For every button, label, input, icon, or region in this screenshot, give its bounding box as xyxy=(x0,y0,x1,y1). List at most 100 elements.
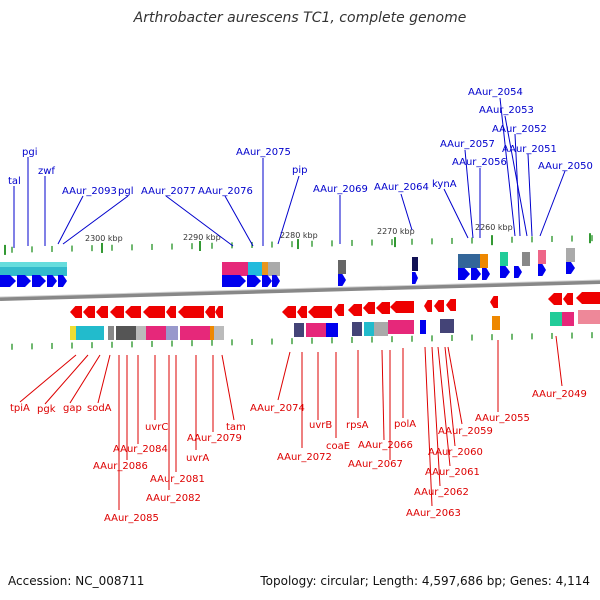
gene-label-aaur-2079[interactable]: AAur_2079 xyxy=(187,433,242,444)
bottom-track-block xyxy=(76,326,104,340)
gene-label-aaur-2061[interactable]: AAur_2061 xyxy=(425,467,480,478)
gene-label-aaur-2052[interactable]: AAur_2052 xyxy=(492,124,547,135)
scale-label: 2290 kbp xyxy=(183,233,221,242)
gene-label-aaur-2093[interactable]: AAur_2093 xyxy=(62,186,117,197)
gene-label-aaur-2063[interactable]: AAur_2063 xyxy=(406,508,461,519)
top-track-block xyxy=(522,252,530,266)
gene-label-aaur-2049[interactable]: AAur_2049 xyxy=(532,389,587,400)
bottom-track-block xyxy=(146,326,166,340)
scale-label: 2270 kbp xyxy=(377,227,415,236)
forward-gene-arrow xyxy=(47,275,57,287)
gene-label-aaur-2072[interactable]: AAur_2072 xyxy=(277,452,332,463)
forward-gene-arrow xyxy=(247,275,261,287)
gene-label-aaur-2077[interactable]: AAur_2077 xyxy=(141,186,196,197)
bottom-track-block xyxy=(420,320,426,334)
gene-label-pgk[interactable]: pgk xyxy=(37,404,56,415)
gene-label-aaur-2062[interactable]: AAur_2062 xyxy=(414,487,469,498)
reverse-gene-arrow xyxy=(363,302,375,314)
bottom-gene-labels: tpiA pgk gap sodA uvrC AAur_2084 AAur_20… xyxy=(10,389,587,524)
gene-label-aaur-2054[interactable]: AAur_2054 xyxy=(468,87,523,98)
top-track-block xyxy=(412,257,418,271)
gene-label-aaur-2076[interactable]: AAur_2076 xyxy=(198,186,253,197)
gene-label-aaur-2064[interactable]: AAur_2064 xyxy=(374,182,429,193)
gene-label-tal[interactable]: tal xyxy=(8,176,21,187)
forward-gene-arrow xyxy=(514,266,522,278)
reverse-gene-arrow xyxy=(205,306,215,318)
gene-label-aaur-2075[interactable]: AAur_2075 xyxy=(236,147,291,158)
gene-label-zwf[interactable]: zwf xyxy=(38,166,55,177)
forward-gene-arrow xyxy=(338,274,346,286)
bottom-track-block xyxy=(214,326,224,340)
forward-gene-arrow xyxy=(0,275,16,287)
reverse-gene-arrow xyxy=(424,300,432,312)
reverse-gene-arrow xyxy=(563,293,573,305)
bottom-track-block xyxy=(550,312,562,326)
top-track-block xyxy=(458,254,480,268)
reverse-gene-arrow xyxy=(334,304,344,316)
top-leader-lines xyxy=(13,97,566,248)
bottom-track-block xyxy=(136,326,146,340)
gene-label-gap[interactable]: gap xyxy=(63,403,82,414)
reverse-gene-arrow xyxy=(308,306,332,318)
gene-label-pip[interactable]: pip xyxy=(292,165,307,176)
reverse-gene-arrow xyxy=(143,306,165,318)
reverse-gene-arrow xyxy=(178,306,204,318)
gene-label-aaur-2055[interactable]: AAur_2055 xyxy=(475,413,530,424)
gene-label-tpia[interactable]: tpiA xyxy=(10,403,30,414)
gene-label-uvra[interactable]: uvrA xyxy=(186,453,209,464)
gene-label-aaur-2066[interactable]: AAur_2066 xyxy=(358,440,413,451)
bottom-track-block xyxy=(440,319,454,333)
genome-backbone xyxy=(0,280,600,301)
top-gene-labels: tal pgi zwf AAur_2093 pgl AAur_2077 AAur… xyxy=(8,87,593,197)
bottom-track-block xyxy=(326,323,338,337)
bottom-track-block xyxy=(180,326,210,340)
scale-labels: 2300 kbp 2290 kbp 2280 kbp 2270 kbp 2260… xyxy=(85,223,513,243)
top-track-block xyxy=(248,262,262,276)
gene-label-soda[interactable]: sodA xyxy=(87,403,112,414)
gene-label-aaur-2069[interactable]: AAur_2069 xyxy=(313,184,368,195)
bottom-track-block xyxy=(294,323,304,337)
scale-label: 2300 kbp xyxy=(85,234,123,243)
reverse-gene-arrow xyxy=(376,302,390,314)
scale-label: 2260 kbp xyxy=(475,223,513,232)
gene-label-tam[interactable]: tam xyxy=(226,422,246,433)
bottom-track-block xyxy=(306,323,326,337)
bottom-track-block xyxy=(108,326,114,340)
reverse-gene-arrow xyxy=(166,306,176,318)
forward-gene-arrow xyxy=(262,275,272,287)
reverse-gene-arrow xyxy=(83,306,95,318)
gene-label-pola[interactable]: polA xyxy=(394,419,416,430)
gene-label-aaur-2057[interactable]: AAur_2057 xyxy=(440,139,495,150)
gene-label-aaur-2059[interactable]: AAur_2059 xyxy=(438,426,493,437)
gene-label-pgi[interactable]: pgi xyxy=(22,147,37,158)
bottom-track-block xyxy=(352,322,362,336)
gene-label-aaur-2081[interactable]: AAur_2081 xyxy=(150,474,205,485)
reverse-gene-arrow xyxy=(110,306,124,318)
gene-label-uvrb[interactable]: uvrB xyxy=(309,420,332,431)
bottom-track-block xyxy=(562,312,574,326)
bottom-track-block xyxy=(374,322,388,336)
gene-label-aaur-2053[interactable]: AAur_2053 xyxy=(479,105,534,116)
gene-label-aaur-2067[interactable]: AAur_2067 xyxy=(348,459,403,470)
gene-label-aaur-2056[interactable]: AAur_2056 xyxy=(452,157,507,168)
gene-label-aaur-2086[interactable]: AAur_2086 xyxy=(93,461,148,472)
gene-label-aaur-2050[interactable]: AAur_2050 xyxy=(538,161,593,172)
gene-label-rpsa[interactable]: rpsA xyxy=(346,420,369,431)
bottom-color-tracks xyxy=(70,310,600,340)
bottom-track-block xyxy=(492,316,500,330)
topology-text: Topology: circular; Length: 4,597,686 bp… xyxy=(260,574,590,588)
gene-label-pgl[interactable]: pgl xyxy=(118,186,133,197)
gene-label-aaur-2051[interactable]: AAur_2051 xyxy=(502,144,557,155)
reverse-gene-arrow xyxy=(297,306,307,318)
gene-label-uvrc[interactable]: uvrC xyxy=(145,422,168,433)
forward-gene-arrow xyxy=(538,264,546,276)
gene-label-coae[interactable]: coaE xyxy=(326,441,350,452)
gene-label-aaur-2074[interactable]: AAur_2074 xyxy=(250,403,305,414)
gene-label-aaur-2085[interactable]: AAur_2085 xyxy=(104,513,159,524)
gene-label-aaur-2060[interactable]: AAur_2060 xyxy=(428,447,483,458)
gene-label-kyna[interactable]: kynA xyxy=(432,179,457,190)
gene-label-aaur-2084[interactable]: AAur_2084 xyxy=(113,444,168,455)
reverse-gene-arrow xyxy=(282,306,296,318)
gene-label-aaur-2082[interactable]: AAur_2082 xyxy=(146,493,201,504)
